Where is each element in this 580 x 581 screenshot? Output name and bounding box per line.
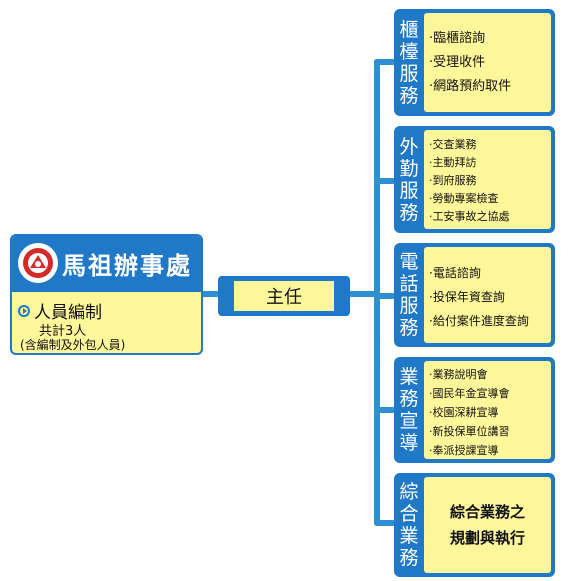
- unit-title-char: 電: [399, 251, 419, 273]
- director-label: 主任: [234, 281, 334, 311]
- unit-title-char: 綜: [399, 481, 419, 503]
- unit-title: 外 勤 服 務: [394, 126, 424, 233]
- unit-title-char: 業: [399, 366, 419, 388]
- unit-counter-service: 櫃 檯 服 務 ·臨櫃諮詢 ·受理收件 ·網路預約取件: [394, 9, 555, 116]
- staff-row: 人員編制: [18, 298, 102, 323]
- unit-general-affairs: 綜 合 業 務 綜合業務之 規劃與執行: [394, 473, 555, 577]
- list-item: ·工安事故之協處: [429, 210, 510, 223]
- list-item: ·主動拜訪: [429, 156, 477, 169]
- connector-branch-general: [374, 520, 396, 526]
- unit-title-char: 務: [399, 317, 419, 339]
- summary-line: 規劃與執行: [449, 529, 525, 547]
- unit-body: ·交查業務 ·主動拜訪 ·到府服務 ·勞動專案檢查 ·工安事故之協處: [424, 130, 551, 229]
- list-item: ·給付案件進度查詢: [429, 314, 529, 328]
- unit-title: 綜 合 業 務: [394, 473, 424, 577]
- list-item: ·投保年資查詢: [429, 290, 505, 304]
- unit-summary: 綜合業務之 規劃與執行: [424, 477, 551, 573]
- play-bullet-icon: [18, 304, 30, 317]
- unit-promotion: 業 務 宣 導 ·業務說明會 ·國民年金宣導會 ·校園深耕宣導 ·新投保單位講習…: [394, 357, 555, 463]
- summary-line: 綜合業務之: [449, 503, 525, 521]
- staff-note: (含編制及外包人員): [20, 338, 126, 352]
- staff-label: 人員編制: [34, 303, 102, 323]
- unit-body: 綜合業務之 規劃與執行: [424, 477, 551, 573]
- unit-title-char: 話: [399, 273, 419, 295]
- unit-title-char: 務: [399, 388, 419, 410]
- connector-branch-phone: [374, 293, 396, 299]
- unit-title-char: 務: [399, 84, 419, 107]
- connector-office-director: [200, 291, 220, 297]
- unit-title-char: 外: [399, 135, 419, 158]
- unit-title-char: 檯: [399, 40, 419, 63]
- list-item: ·到府服務: [429, 174, 477, 187]
- connector-director-trunk: [348, 291, 380, 297]
- list-item: ·奉派授課宣導: [429, 444, 499, 457]
- unit-title: 電 話 服 務: [394, 243, 424, 347]
- list-item: ·電話諮詢: [429, 266, 481, 280]
- unit-title-char: 務: [399, 547, 419, 569]
- bli-logo-icon: [18, 243, 58, 283]
- unit-body: ·業務說明會 ·國民年金宣導會 ·校園深耕宣導 ·新投保單位講習 ·奉派授課宣導: [424, 361, 551, 459]
- unit-title-char: 櫃: [399, 18, 419, 41]
- unit-title-char: 服: [399, 179, 419, 202]
- unit-title-char: 宣: [399, 410, 419, 432]
- office-title: 馬祖辦事處: [62, 252, 192, 280]
- unit-body: ·臨櫃諮詢 ·受理收件 ·網路預約取件: [424, 13, 551, 112]
- connector-branch-counter: [374, 59, 396, 65]
- unit-title-char: 業: [399, 525, 419, 547]
- list-item: ·新投保單位講習: [429, 425, 510, 438]
- list-item: ·校園深耕宣導: [429, 406, 499, 419]
- unit-title-char: 服: [399, 62, 419, 85]
- unit-title: 業 務 宣 導: [394, 357, 424, 463]
- list-item: ·臨櫃諮詢: [429, 31, 486, 46]
- connector-branch-promo: [374, 407, 396, 413]
- office-header: 馬祖辦事處: [12, 236, 201, 292]
- unit-body: ·電話諮詢 ·投保年資查詢 ·給付案件進度查詢: [424, 247, 551, 343]
- office-card: 馬祖辦事處 人員編制 共計3人 (含編制及外包人員): [10, 234, 203, 355]
- unit-title: 櫃 檯 服 務: [394, 9, 424, 116]
- staff-count: 共計3人: [39, 324, 87, 339]
- unit-title-char: 導: [399, 432, 419, 454]
- list-item: ·國民年金宣導會: [429, 387, 510, 400]
- list-item: ·勞動專案檢查: [429, 192, 499, 205]
- unit-phone-service: 電 話 服 務 ·電話諮詢 ·投保年資查詢 ·給付案件進度查詢: [394, 243, 555, 347]
- unit-title-char: 務: [399, 201, 419, 224]
- list-item: ·業務說明會: [429, 368, 488, 381]
- list-item: ·受理收件: [429, 55, 486, 70]
- connector-vertical-trunk: [374, 59, 380, 526]
- unit-title-char: 服: [399, 295, 419, 317]
- list-item: ·交查業務: [429, 138, 477, 151]
- list-item: ·網路預約取件: [429, 79, 512, 94]
- unit-title-char: 合: [399, 503, 419, 525]
- director-box: 主任: [218, 276, 350, 316]
- unit-title-char: 勤: [399, 157, 419, 180]
- connector-branch-field: [374, 178, 396, 184]
- unit-field-service: 外 勤 服 務 ·交查業務 ·主動拜訪 ·到府服務 ·勞動專案檢查 ·工安事故之…: [394, 126, 555, 233]
